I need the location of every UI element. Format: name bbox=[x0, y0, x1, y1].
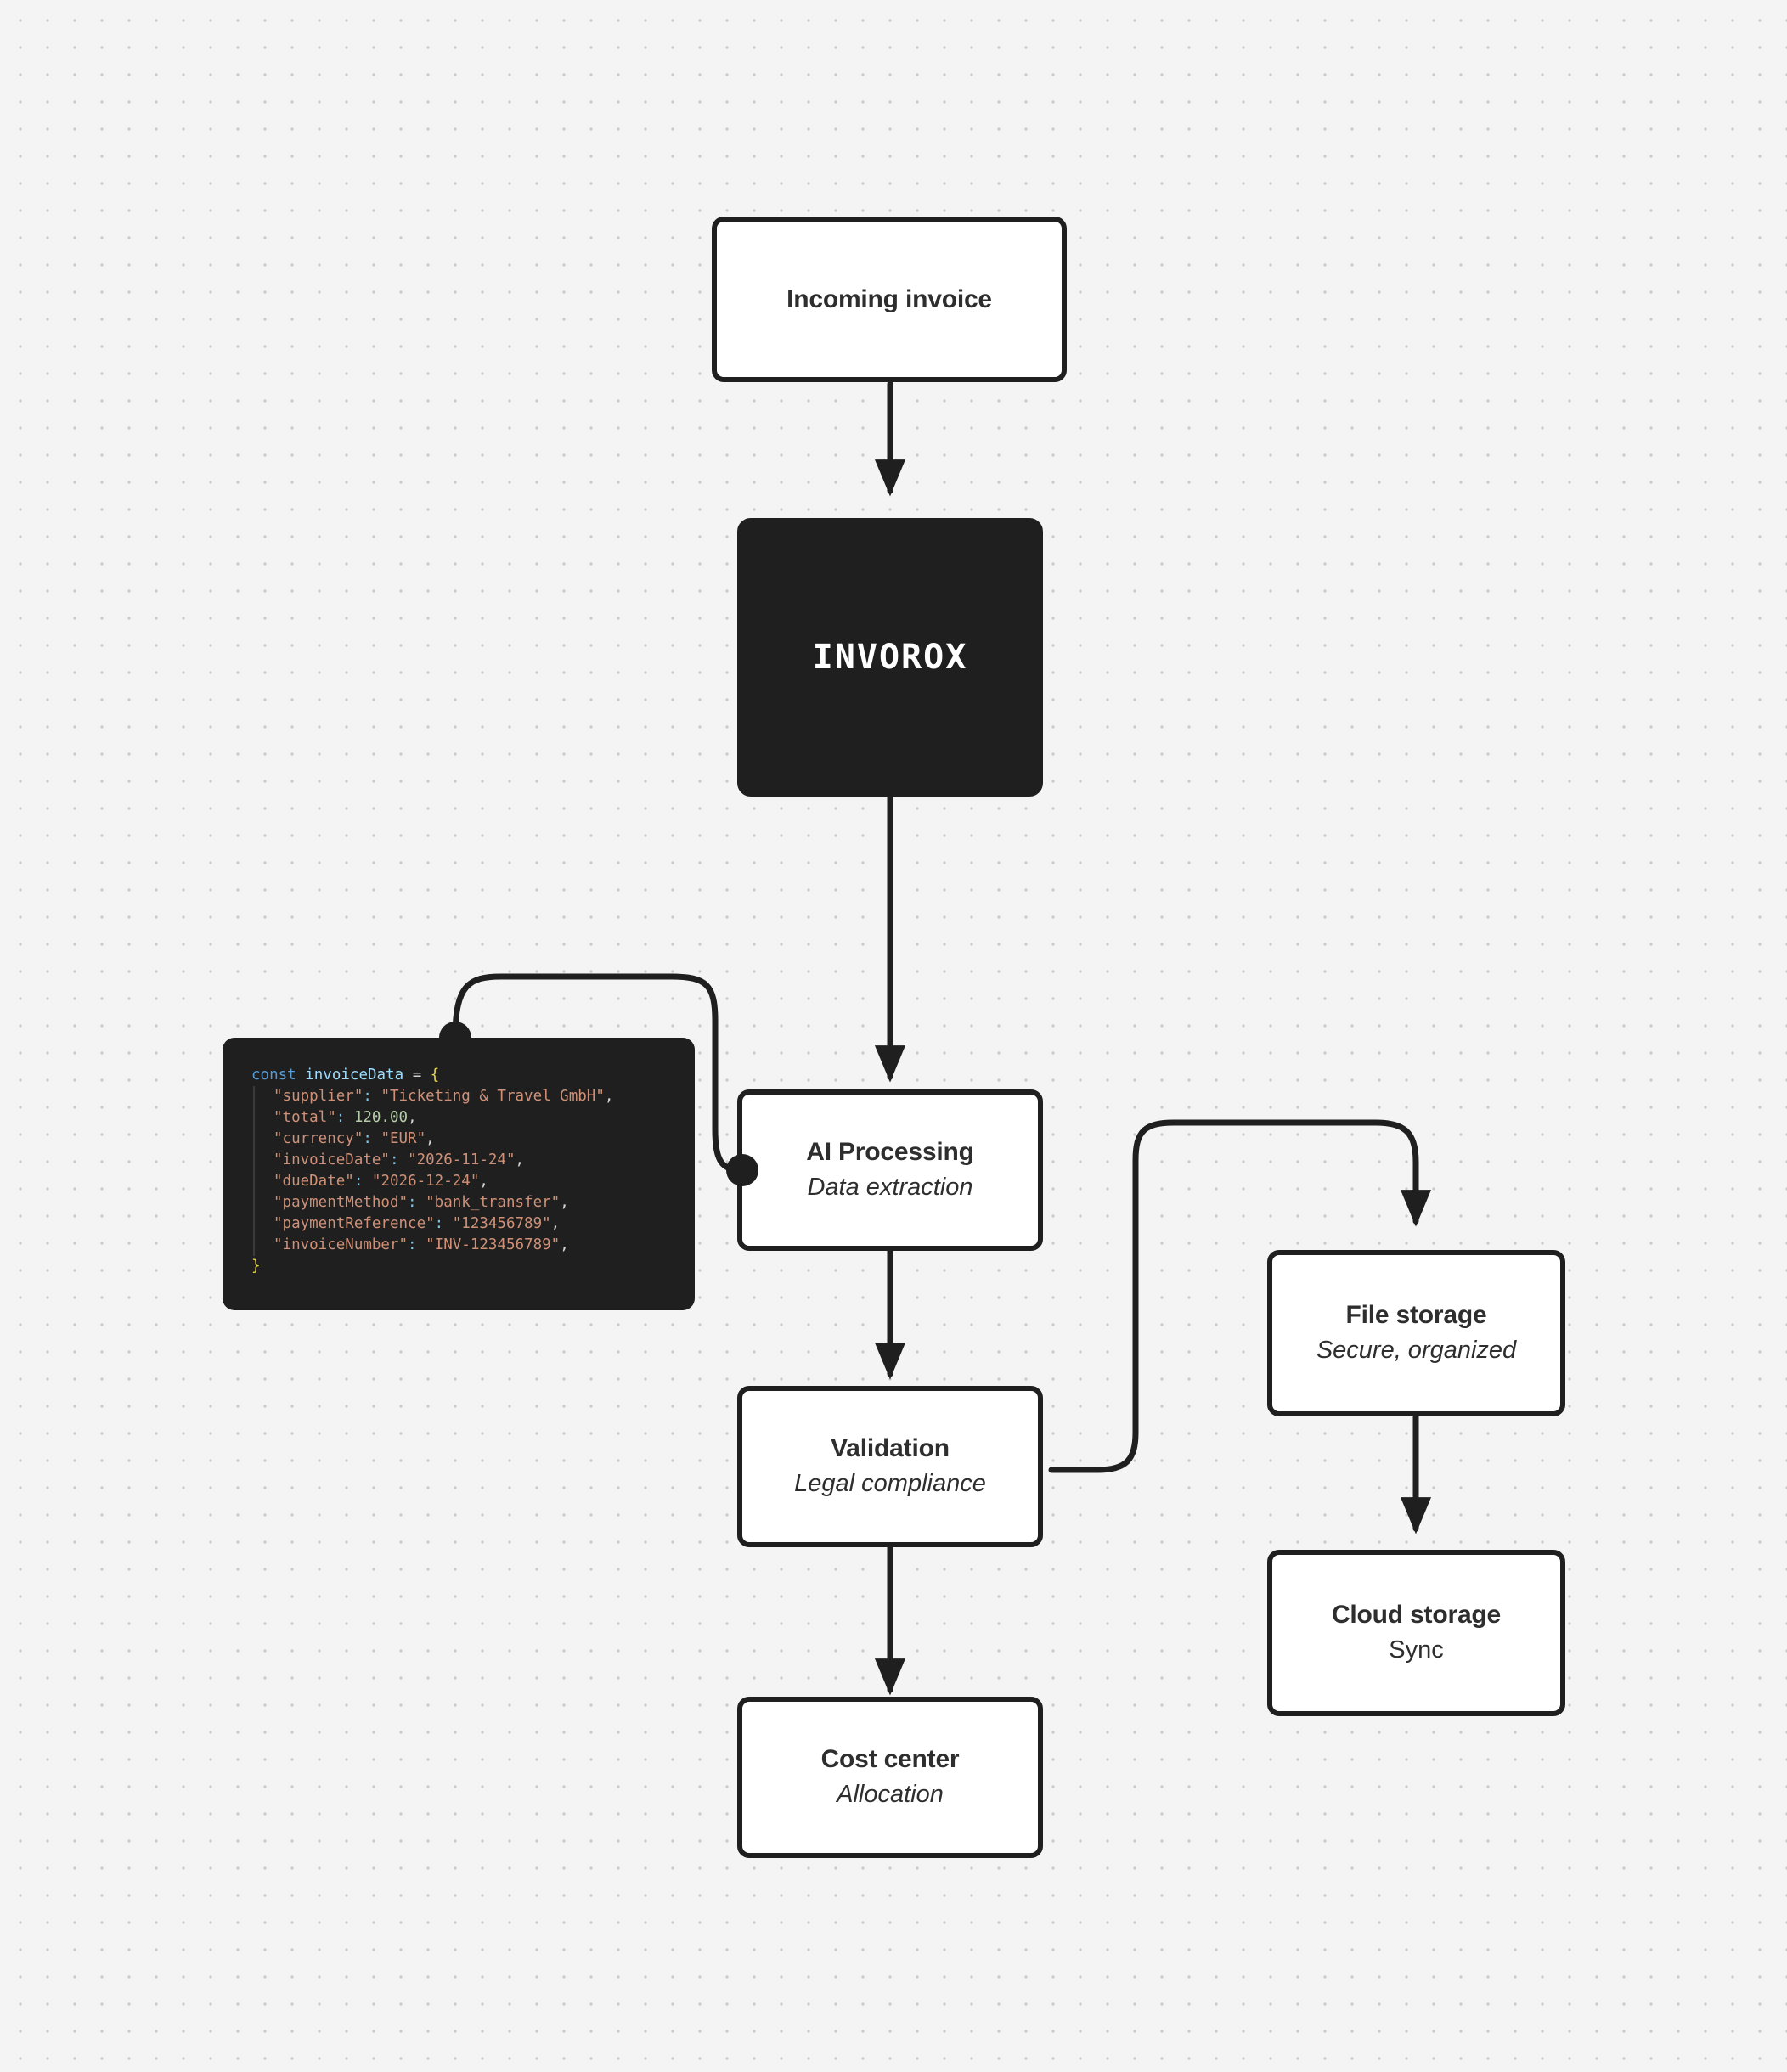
node-validation-title: Validation bbox=[831, 1434, 950, 1463]
node-incoming-invoice-title: Incoming invoice bbox=[786, 284, 992, 313]
code-block-invoice-data[interactable]: const invoiceData = {"supplier": "Ticket… bbox=[223, 1038, 695, 1310]
node-cost-center-title: Cost center bbox=[820, 1745, 960, 1774]
node-validation-subtitle: Legal compliance bbox=[794, 1469, 986, 1497]
node-file-storage[interactable]: File storage Secure, organized bbox=[1267, 1250, 1565, 1416]
node-ai-processing[interactable]: AI Processing Data extraction bbox=[737, 1089, 1043, 1251]
code-block-source-handle[interactable] bbox=[439, 1022, 471, 1054]
node-ai-processing-title: AI Processing bbox=[806, 1138, 974, 1167]
node-cost-center[interactable]: Cost center Allocation bbox=[737, 1697, 1043, 1858]
node-ai-processing-subtitle: Data extraction bbox=[807, 1173, 973, 1201]
code-block-content: const invoiceData = {"supplier": "Ticket… bbox=[251, 1067, 614, 1275]
node-cloud-storage-title: Cloud storage bbox=[1331, 1601, 1502, 1630]
node-incoming-invoice[interactable]: Incoming invoice bbox=[712, 217, 1067, 382]
node-invorox[interactable]: INVOROX bbox=[737, 518, 1043, 797]
node-cloud-storage[interactable]: Cloud storage Sync bbox=[1267, 1550, 1565, 1716]
node-validation[interactable]: Validation Legal compliance bbox=[737, 1386, 1043, 1547]
node-cloud-storage-subtitle: Sync bbox=[1389, 1636, 1444, 1664]
node-file-storage-title: File storage bbox=[1345, 1301, 1487, 1330]
node-invorox-title: INVOROX bbox=[812, 638, 968, 677]
node-cost-center-subtitle: Allocation bbox=[837, 1780, 944, 1808]
ai-processing-target-handle[interactable] bbox=[726, 1154, 758, 1186]
node-file-storage-subtitle: Secure, organized bbox=[1316, 1336, 1517, 1364]
